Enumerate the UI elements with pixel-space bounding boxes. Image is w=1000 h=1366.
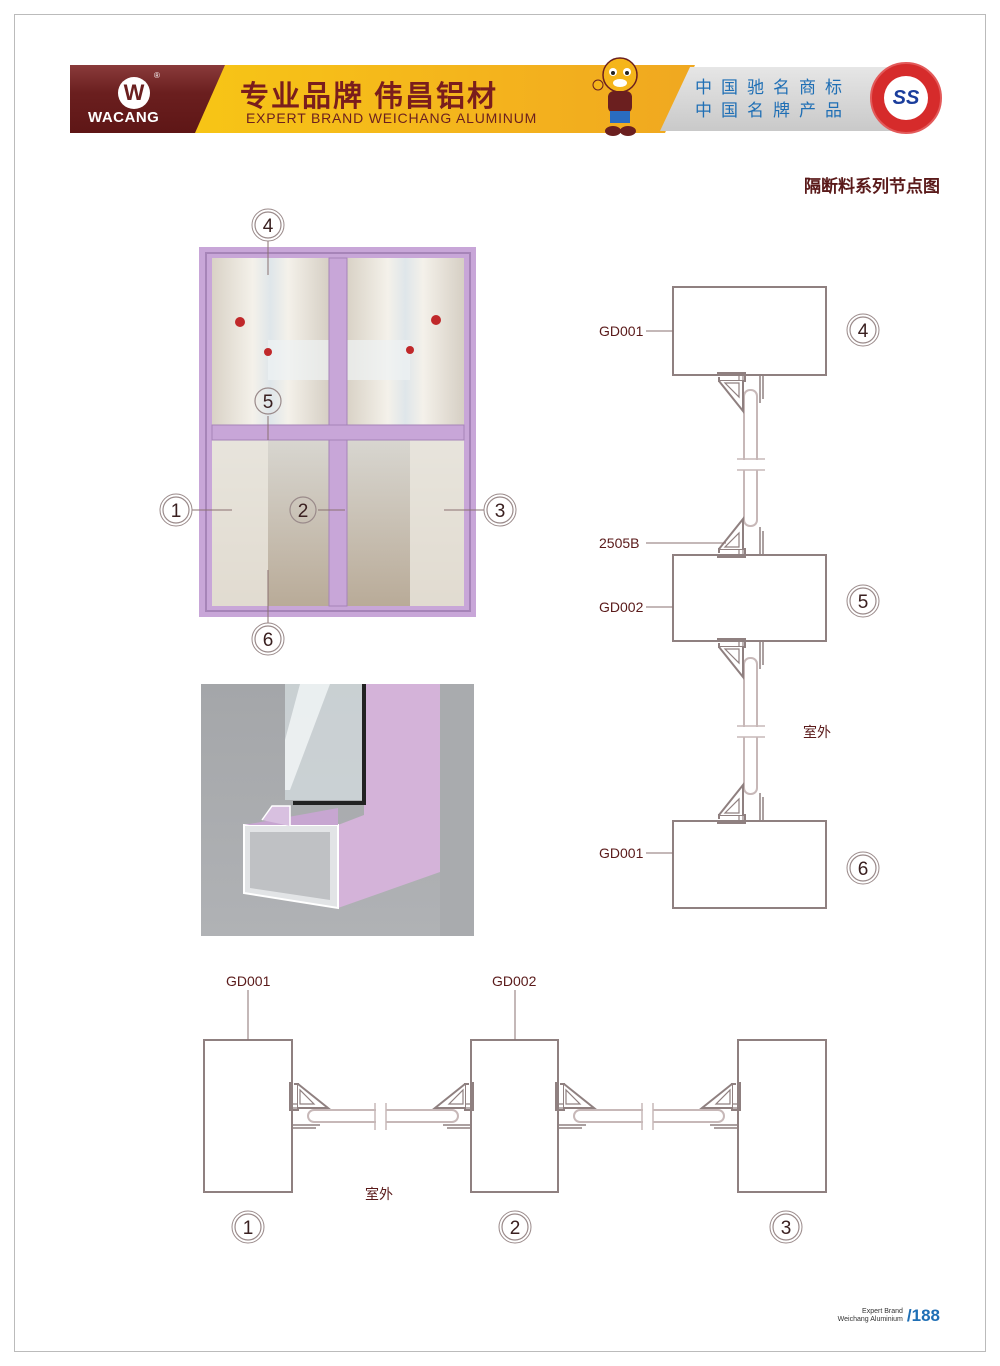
svg-text:6: 6 — [858, 859, 869, 880]
section-marker-4: 4 — [846, 313, 880, 347]
photo-leaders — [191, 240, 485, 624]
section-marker-3: 3 — [769, 1210, 803, 1244]
footer-line-2: Weichang Aluminium — [837, 1316, 903, 1323]
section-marker-5: 5 — [846, 584, 880, 618]
photo-marker-4: 4 — [251, 208, 285, 242]
gd001-top-profile — [672, 286, 827, 376]
svg-text:4: 4 — [858, 321, 869, 342]
horizontal-leaders — [247, 990, 516, 1040]
label-outside-vertical: 室外 — [803, 724, 831, 740]
footer-line-1: Expert Brand — [862, 1308, 903, 1315]
glass-pane-upper — [743, 389, 758, 527]
svg-text:1: 1 — [171, 501, 182, 522]
svg-text:1: 1 — [243, 1218, 254, 1239]
section-marker-1: 1 — [231, 1210, 265, 1244]
gd002-mid-profile — [672, 554, 827, 642]
header-banner: W ® WACANG 专业品牌 伟昌铝材 EXPERT BRAND WEICHA… — [70, 57, 945, 136]
tiger-mascot-icon — [592, 57, 638, 136]
page-title: 隔断料系列节点图 — [804, 177, 940, 196]
slogan-en: EXPERT BRAND WEICHANG ALUMINUM — [246, 110, 538, 126]
brand-band — [660, 67, 900, 131]
svg-text:6: 6 — [263, 630, 274, 651]
label-gd001-left: GD001 — [226, 973, 271, 989]
photo-marker-3: 3 — [483, 493, 517, 527]
gd002-middle-profile — [470, 1039, 559, 1193]
page-number: /188 — [906, 1306, 940, 1325]
china-top-brand-seal: SS — [870, 62, 942, 134]
photo-marker-1: 1 — [159, 493, 193, 527]
photo-marker-5: 5 — [254, 387, 282, 415]
profile-3d-render — [201, 684, 474, 936]
section-marker-6: 6 — [846, 851, 880, 885]
svg-text:5: 5 — [263, 392, 274, 413]
photo-marker-6: 6 — [251, 622, 285, 656]
label-gd001-bottom: GD001 — [599, 845, 644, 861]
logo-text: WACANG — [88, 109, 160, 126]
wacang-logo-icon: W — [118, 77, 150, 109]
svg-text:4: 4 — [263, 216, 274, 237]
gd001-bottom-profile — [672, 820, 827, 909]
brand-line-2: 中国名牌产品 — [695, 101, 851, 120]
photo-marker-2: 2 — [289, 496, 317, 524]
gd001-left-profile — [203, 1039, 293, 1193]
partition-photo — [199, 247, 476, 617]
label-gd002-middle: GD002 — [492, 973, 537, 989]
registered-mark: ® — [154, 71, 160, 80]
brand-line-1: 中国驰名商标 — [695, 78, 851, 97]
vertical-section — [672, 286, 827, 909]
svg-text:2: 2 — [298, 501, 309, 522]
brand-claims: 中国驰名商标 中国名牌产品 — [695, 76, 851, 122]
vertical-leaders — [646, 330, 726, 854]
svg-text:3: 3 — [781, 1218, 792, 1239]
svg-text:2: 2 — [510, 1218, 521, 1239]
section-marker-2: 2 — [498, 1210, 532, 1244]
slogan-cn: 专业品牌 伟昌铝材 — [240, 81, 499, 113]
svg-text:5: 5 — [858, 592, 869, 613]
label-2505b: 2505B — [599, 535, 639, 551]
page-border — [14, 14, 986, 1352]
footer: Expert Brand Weichang Aluminium /188 — [838, 1306, 940, 1326]
label-outside-horizontal: 室外 — [365, 1186, 393, 1202]
horizontal-section — [203, 1039, 827, 1193]
footer-brand: Expert Brand Weichang Aluminium — [838, 1308, 903, 1324]
label-gd001-top: GD001 — [599, 323, 644, 339]
gd001-right-profile — [737, 1039, 827, 1193]
svg-text:3: 3 — [495, 501, 506, 522]
label-gd002: GD002 — [599, 599, 644, 615]
seal-logo-icon: SS — [884, 76, 928, 120]
